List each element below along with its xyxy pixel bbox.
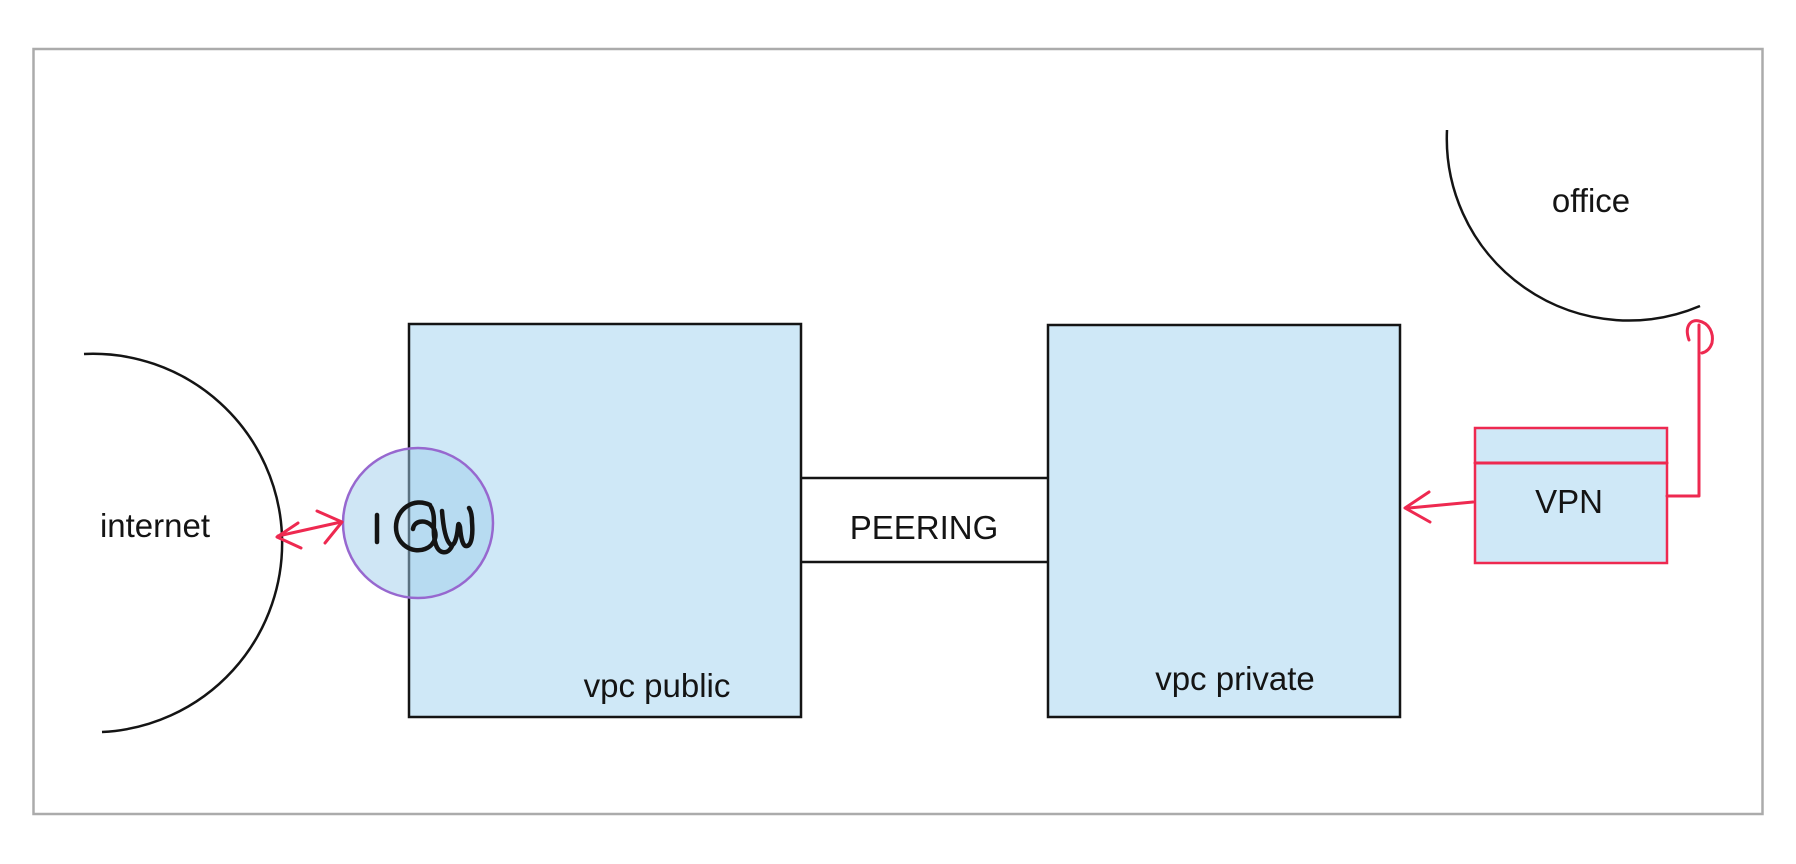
igw-handwritten-label [374, 500, 475, 555]
vpc-private-box [1046, 323, 1402, 719]
internet-igw-arrow [275, 509, 344, 550]
internet-label: internet [100, 507, 210, 544]
arrowhead-right [315, 509, 344, 545]
vpn-label: VPN [1535, 483, 1603, 520]
peering-connector [801, 476, 1048, 564]
vpc-private-label: vpc private [1155, 660, 1315, 697]
vpc-public-label: vpc public [584, 667, 731, 704]
vpn-box [1473, 426, 1669, 565]
office-label: office [1552, 182, 1630, 219]
vpn-to-private-arrow [1403, 490, 1475, 524]
peering-label: PEERING [850, 509, 999, 546]
vpn-node: VPN [1473, 426, 1669, 565]
arrowhead-left [1403, 490, 1432, 524]
arrowhead-up-hook [1685, 319, 1714, 355]
arrowhead-left [275, 521, 303, 550]
igw-node [341, 446, 495, 600]
office-arc [1445, 129, 1701, 322]
vpn-to-office-arrow [1665, 319, 1714, 498]
